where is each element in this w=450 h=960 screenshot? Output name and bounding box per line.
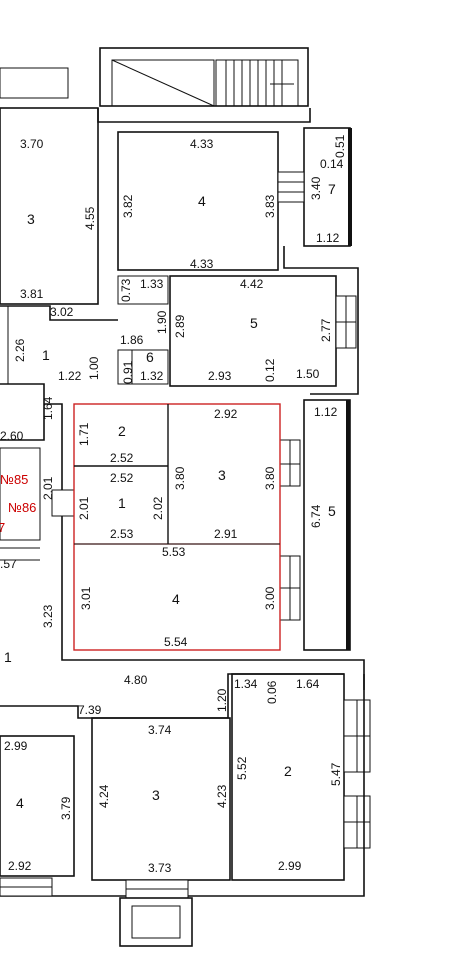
dimension-label: 2.52 bbox=[110, 471, 134, 485]
dimension-label: 3.74 bbox=[148, 723, 172, 737]
dimension-label: 3.70 bbox=[20, 137, 44, 151]
dimension-label: 4.24 bbox=[97, 784, 111, 808]
dimension-label: 4.33 bbox=[190, 137, 214, 151]
dimension-label: 1.32 bbox=[140, 369, 164, 383]
dimension-label: 3.23 bbox=[41, 604, 55, 628]
dimension-label: 1.22 bbox=[58, 369, 82, 383]
dimension-label: 2.93 bbox=[208, 369, 232, 383]
dimension-label: 3.80 bbox=[173, 466, 187, 490]
dimension-label: 5.53 bbox=[162, 545, 186, 559]
marker-85: №85 bbox=[0, 472, 28, 487]
dimension-label: 3.82 bbox=[121, 194, 135, 218]
dimension-label: 3.00 bbox=[263, 586, 277, 610]
dimension-label: 0.91 bbox=[121, 360, 135, 384]
dimension-label: 2.01 bbox=[77, 496, 91, 520]
dimension-label: 3.80 bbox=[263, 466, 277, 490]
dimension-label: 4.23 bbox=[215, 784, 229, 808]
room-label: 2 bbox=[284, 763, 292, 779]
dimension-label: 3.83 bbox=[263, 194, 277, 218]
dimension-label: 2.60 bbox=[0, 429, 24, 443]
dimension-label: 5.47 bbox=[329, 762, 343, 786]
room-label: 6 bbox=[146, 349, 154, 365]
room-numbers: 3 4 7 5 1 6 2 3 1 4 5 1 4 3 2 bbox=[4, 181, 336, 811]
dimension-labels: 3.70 4.55 3.81 3.02 4.33 3.82 3.83 4.33 … bbox=[0, 134, 347, 875]
dimension-label: 1.12 bbox=[314, 405, 338, 419]
dimension-label: 2.92 bbox=[8, 859, 32, 873]
dimension-label: 1.64 bbox=[41, 396, 55, 420]
dimension-label: 1.20 bbox=[215, 688, 229, 712]
walls bbox=[0, 47, 371, 947]
dimension-label: 5.52 bbox=[235, 756, 249, 780]
marker-87: 7 bbox=[0, 520, 5, 535]
highlighted-apartment bbox=[73, 403, 281, 651]
room-label: 2 bbox=[118, 423, 126, 439]
marker-86: №86 bbox=[8, 500, 36, 515]
dimension-label: 3.01 bbox=[79, 586, 93, 610]
room-label: 5 bbox=[328, 503, 336, 519]
dimension-label: 1.64 bbox=[296, 677, 320, 691]
dimension-label: 5.54 bbox=[164, 635, 188, 649]
dimension-label: 0.73 bbox=[119, 278, 133, 302]
dimension-label: 2.53 bbox=[110, 527, 134, 541]
dimension-label: 2.26 bbox=[13, 338, 27, 362]
dimension-label: 3.79 bbox=[59, 796, 73, 820]
dimension-label: 7.39 bbox=[78, 703, 102, 717]
dimension-label: 1.50 bbox=[296, 367, 320, 381]
dimension-label: 2.01 bbox=[41, 476, 55, 500]
dimension-label: 0.51 bbox=[333, 134, 347, 158]
dimension-label: 4.33 bbox=[190, 257, 214, 271]
room-label: 4 bbox=[198, 193, 206, 209]
dimension-label: 0.06 bbox=[265, 680, 279, 704]
room-label: 7 bbox=[328, 181, 336, 197]
dimension-label: 1.71 bbox=[77, 422, 91, 446]
dimension-label: 1.12 bbox=[316, 231, 340, 245]
dimension-label: 4.42 bbox=[240, 277, 264, 291]
dimension-label: 3.40 bbox=[309, 176, 323, 200]
room-label: 1 bbox=[4, 649, 12, 665]
room-label: 4 bbox=[172, 591, 180, 607]
dimension-label: 6.74 bbox=[309, 504, 323, 528]
dimension-label: 3.73 bbox=[148, 861, 172, 875]
dimension-label: 2.52 bbox=[110, 451, 134, 465]
dimension-label: 1.86 bbox=[120, 333, 144, 347]
dimension-label: 2.89 bbox=[173, 314, 187, 338]
room-label: 1 bbox=[42, 347, 50, 363]
dimension-label: 2.99 bbox=[4, 739, 28, 753]
dimension-label: 4.80 bbox=[124, 673, 148, 687]
dimension-label: 0.14 bbox=[320, 157, 344, 171]
room-label: 4 bbox=[16, 795, 24, 811]
dimension-label: 2.99 bbox=[278, 859, 302, 873]
dimension-label: 2.77 bbox=[319, 318, 333, 342]
dimension-label: 1.33 bbox=[140, 277, 164, 291]
dimension-label: 4.55 bbox=[83, 206, 97, 230]
dimension-label: 3.81 bbox=[20, 287, 44, 301]
dimension-label: 1.00 bbox=[87, 356, 101, 380]
dimension-label: .57 bbox=[0, 557, 17, 571]
dimension-label: 1.90 bbox=[155, 310, 169, 334]
dimension-label: 3.02 bbox=[50, 305, 74, 319]
apartment-markers: №85 №86 7 bbox=[0, 472, 36, 535]
dimension-label: 1.34 bbox=[234, 677, 258, 691]
room-label: 3 bbox=[152, 787, 160, 803]
room-label: 5 bbox=[250, 315, 258, 331]
room-label: 1 bbox=[118, 495, 126, 511]
dimension-label: 0.12 bbox=[263, 358, 277, 382]
room-label: 3 bbox=[218, 467, 226, 483]
room-label: 3 bbox=[27, 211, 35, 227]
dimension-label: 2.02 bbox=[151, 496, 165, 520]
dimension-label: 2.92 bbox=[214, 407, 238, 421]
dimension-label: 2.91 bbox=[214, 527, 238, 541]
